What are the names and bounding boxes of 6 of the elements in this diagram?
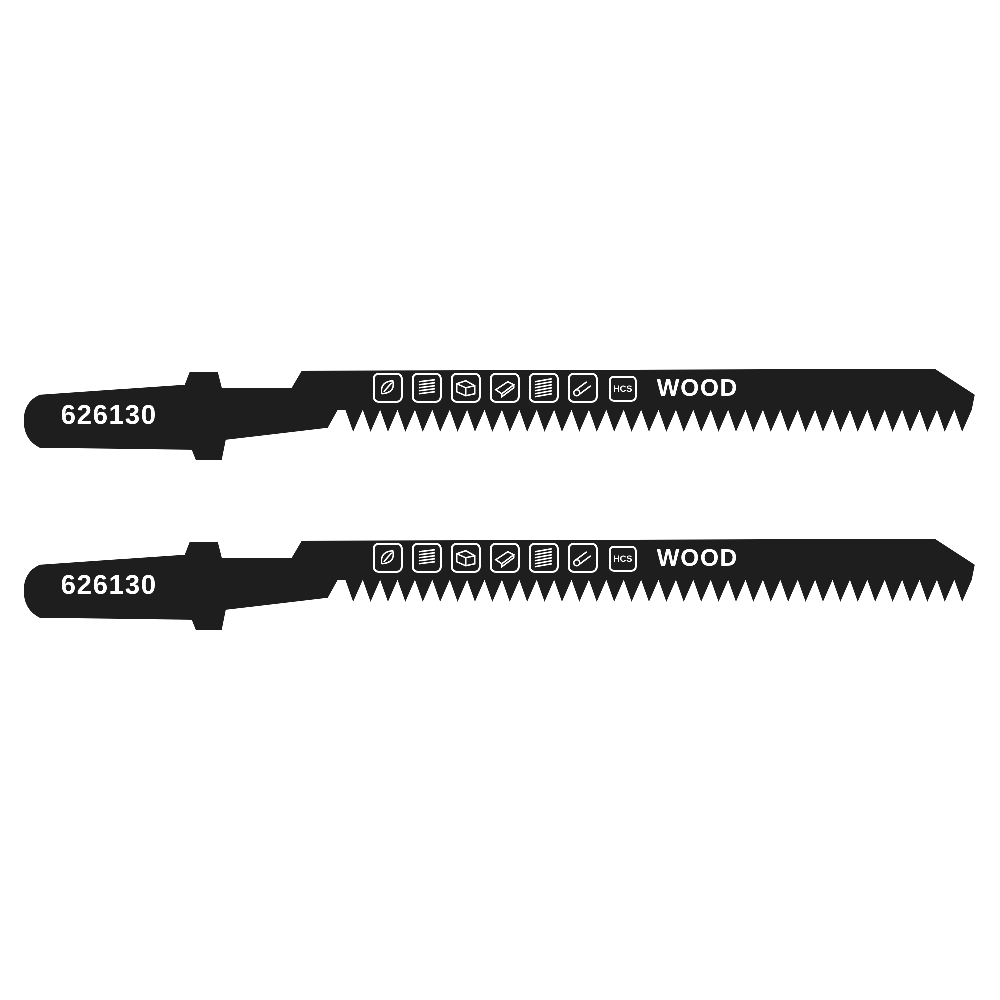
material-text: WOOD xyxy=(657,377,738,401)
material-mark: HCS xyxy=(609,376,637,402)
part-number: 626130 xyxy=(61,572,158,599)
part-number: 626130 xyxy=(61,402,158,429)
material-text: WOOD xyxy=(657,547,738,571)
material-mark: HCS xyxy=(609,546,637,572)
